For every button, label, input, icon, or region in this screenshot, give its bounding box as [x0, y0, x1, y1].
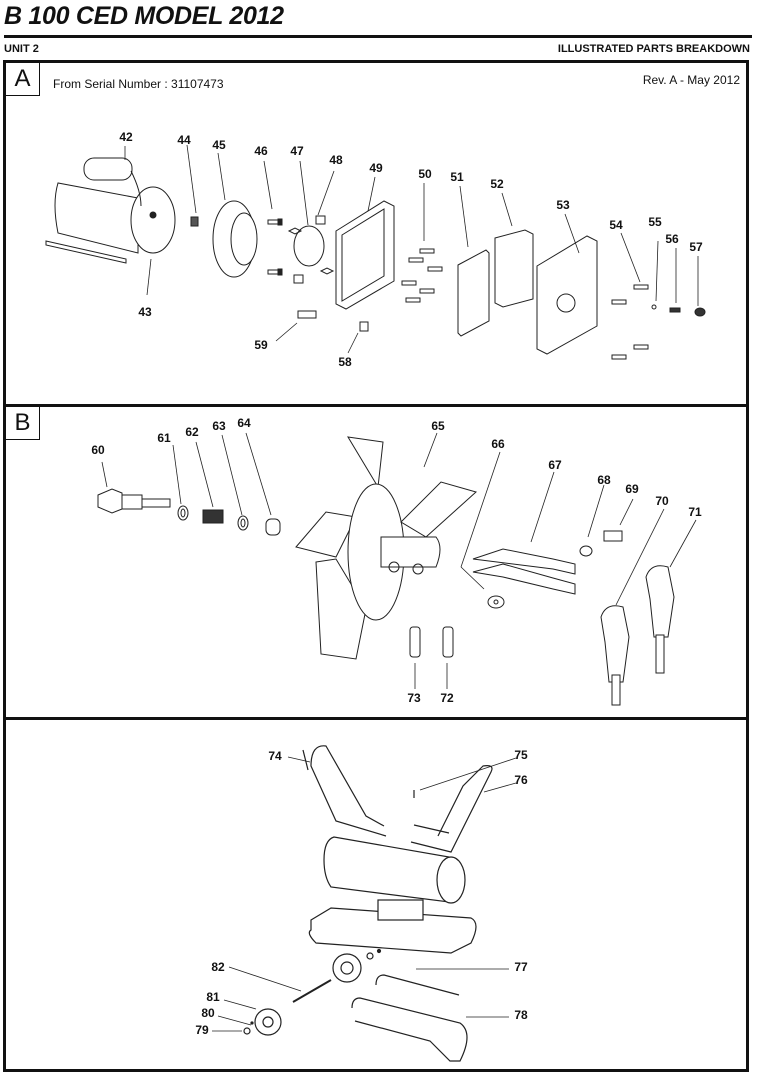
panel-c-drawing [212, 745, 517, 1062]
callout-74: 74 [268, 749, 282, 763]
callout-73: 73 [407, 691, 421, 705]
fan-drawing [295, 436, 478, 660]
callout-43: 43 [138, 305, 152, 319]
callout-72: 72 [440, 691, 454, 705]
panel-b-drawing [97, 432, 697, 706]
callout-55: 55 [648, 215, 662, 229]
serial-number: From Serial Number : 31107473 [53, 77, 224, 91]
panel-b: B [3, 404, 749, 720]
callout-51: 51 [450, 170, 464, 184]
ring-drawing [212, 200, 258, 278]
panel-a: A From Serial Number : 31107473 Rev. A -… [3, 60, 749, 407]
title-rule [4, 35, 752, 38]
callout-44: 44 [177, 133, 191, 147]
callout-48: 48 [329, 153, 343, 167]
callout-70: 70 [655, 494, 669, 508]
callout-59: 59 [254, 338, 268, 352]
callout-49: 49 [369, 161, 383, 175]
callout-60: 60 [91, 443, 105, 457]
callout-45: 45 [212, 138, 226, 152]
callout-56: 56 [665, 232, 679, 246]
callout-81: 81 [206, 990, 220, 1004]
callout-77: 77 [514, 960, 528, 974]
callout-63: 63 [212, 419, 226, 433]
panel-letter-a: A [6, 63, 40, 96]
callout-57: 57 [689, 240, 703, 254]
callout-80: 80 [201, 1006, 215, 1020]
callout-67: 67 [548, 458, 562, 472]
section-label: ILLUSTRATED PARTS BREAKDOWN [557, 43, 750, 55]
heater-body-drawing [308, 836, 477, 954]
unit-label: UNIT 2 [4, 43, 39, 55]
revision-label: Rev. A - May 2012 [642, 73, 740, 87]
panel-a-drawing [45, 144, 706, 360]
callout-76: 76 [514, 773, 528, 787]
callout-58: 58 [338, 355, 352, 369]
callout-53: 53 [556, 198, 570, 212]
callout-75: 75 [514, 748, 528, 762]
panel-c: 74 75 76 77 78 79 80 81 82 [3, 717, 749, 1072]
callout-50: 50 [418, 167, 432, 181]
callout-69: 69 [625, 482, 639, 496]
callout-52: 52 [490, 177, 504, 191]
callout-68: 68 [597, 473, 611, 487]
document-title: B 100 CED MODEL 2012 [4, 2, 284, 30]
callout-78: 78 [514, 1008, 528, 1022]
callout-64: 64 [237, 416, 251, 430]
callout-82: 82 [211, 960, 225, 974]
callout-46: 46 [254, 144, 268, 158]
callout-79: 79 [195, 1023, 209, 1037]
callout-61: 61 [157, 431, 171, 445]
callout-66: 66 [491, 437, 505, 451]
panel-letter-b: B [6, 407, 40, 440]
callout-47: 47 [290, 144, 304, 158]
callout-71: 71 [688, 505, 702, 519]
callout-42: 42 [119, 130, 133, 144]
callout-62: 62 [185, 425, 199, 439]
callout-54: 54 [609, 218, 623, 232]
callout-65: 65 [431, 419, 445, 433]
motor-drawing [45, 157, 176, 264]
